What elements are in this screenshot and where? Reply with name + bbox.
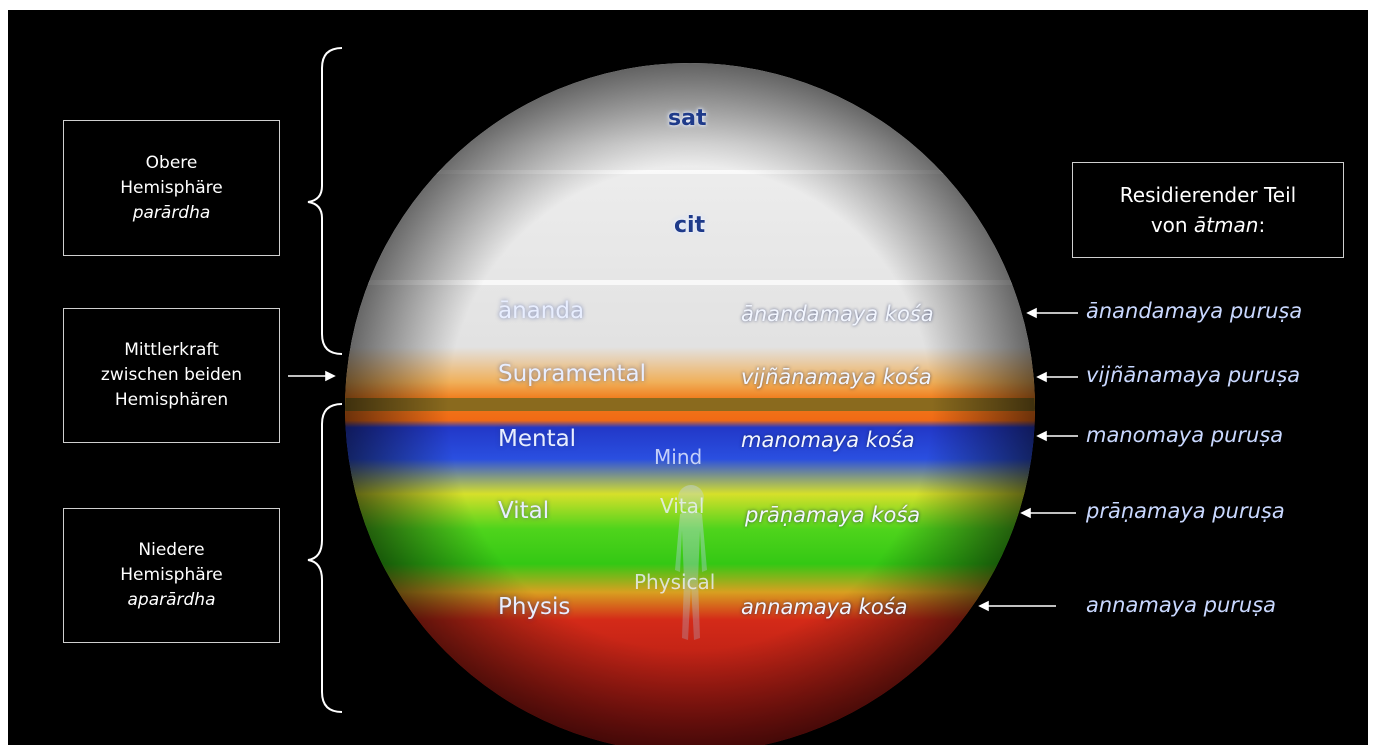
middle-force-box: Mittlerkraft zwischen beiden Hemisphären xyxy=(63,308,280,443)
purusha-pranamaya: prāṇamaya puruṣa xyxy=(1086,499,1285,523)
figure-word-physical: Physical xyxy=(634,570,716,594)
kosa-manomaya: manomaya kośa xyxy=(741,428,915,452)
residing-part-box: Residierender Teil von ātman: xyxy=(1072,162,1344,258)
brace-upper xyxy=(307,47,343,355)
plane-label-sat: sat xyxy=(668,106,707,131)
purusha-annamaya: annamaya puruṣa xyxy=(1086,593,1277,617)
arrow-middle xyxy=(288,370,336,382)
figure-word-mind: Mind xyxy=(654,445,703,469)
middle-force-line3: Hemisphären xyxy=(114,390,229,410)
lower-hemisphere-box: Niedere Hemisphäre aparārdha xyxy=(63,508,280,643)
kosa-ananda: ānandamaya kośa xyxy=(741,302,934,326)
sphere xyxy=(345,63,1035,745)
kosa-pranamaya: prāṇamaya kośa xyxy=(745,503,921,527)
human-figure xyxy=(675,485,707,640)
arrows-purusha xyxy=(978,307,1078,612)
upper-hemisphere-line2: Hemisphäre xyxy=(120,177,223,198)
kosa-vijnana: vijñānamaya kośa xyxy=(741,365,932,389)
plane-label-ananda: ānanda xyxy=(498,298,585,324)
middle-force-line2: zwischen beiden xyxy=(100,365,243,385)
sphere-vignette xyxy=(345,63,1035,745)
upper-hemisphere-box: Obere Hemisphäre parārdha xyxy=(63,120,280,256)
plane-label-supramental: Supramental xyxy=(498,361,646,387)
plane-label-physis: Physis xyxy=(498,594,571,620)
purusha-vijnana: vijñānamaya puruṣa xyxy=(1086,363,1301,387)
figure-word-vital: Vital xyxy=(660,494,705,518)
diagram-canvas: Obere Hemisphäre parārdha Mittlerkraft z… xyxy=(8,10,1368,745)
residing-suffix: : xyxy=(1258,213,1266,237)
upper-hemisphere-term: parārdha xyxy=(132,202,211,223)
residing-line1: Residierender Teil xyxy=(1119,183,1297,207)
plane-label-mental: Mental xyxy=(498,426,577,452)
plane-label-cit: cit xyxy=(674,213,706,238)
upper-hemisphere-line1: Obere xyxy=(145,152,198,173)
residing-prefix: von xyxy=(1150,213,1194,237)
middle-force-line1: Mittlerkraft xyxy=(124,340,219,360)
purusha-ananda: ānandamaya puruṣa xyxy=(1086,299,1303,323)
diagram-graphics xyxy=(288,47,1078,745)
kosa-annamaya: annamaya kośa xyxy=(741,595,908,619)
residing-term: ātman xyxy=(1193,213,1259,237)
lower-hemisphere-term: aparārdha xyxy=(127,590,216,610)
residing-line2: von ātman: xyxy=(1073,210,1343,240)
brace-lower xyxy=(307,403,343,713)
purusha-manomaya: manomaya puruṣa xyxy=(1086,423,1284,447)
plane-label-vital: Vital xyxy=(498,498,550,524)
lower-hemisphere-line1: Niedere xyxy=(138,540,205,560)
lower-hemisphere-line2: Hemisphäre xyxy=(120,565,223,585)
